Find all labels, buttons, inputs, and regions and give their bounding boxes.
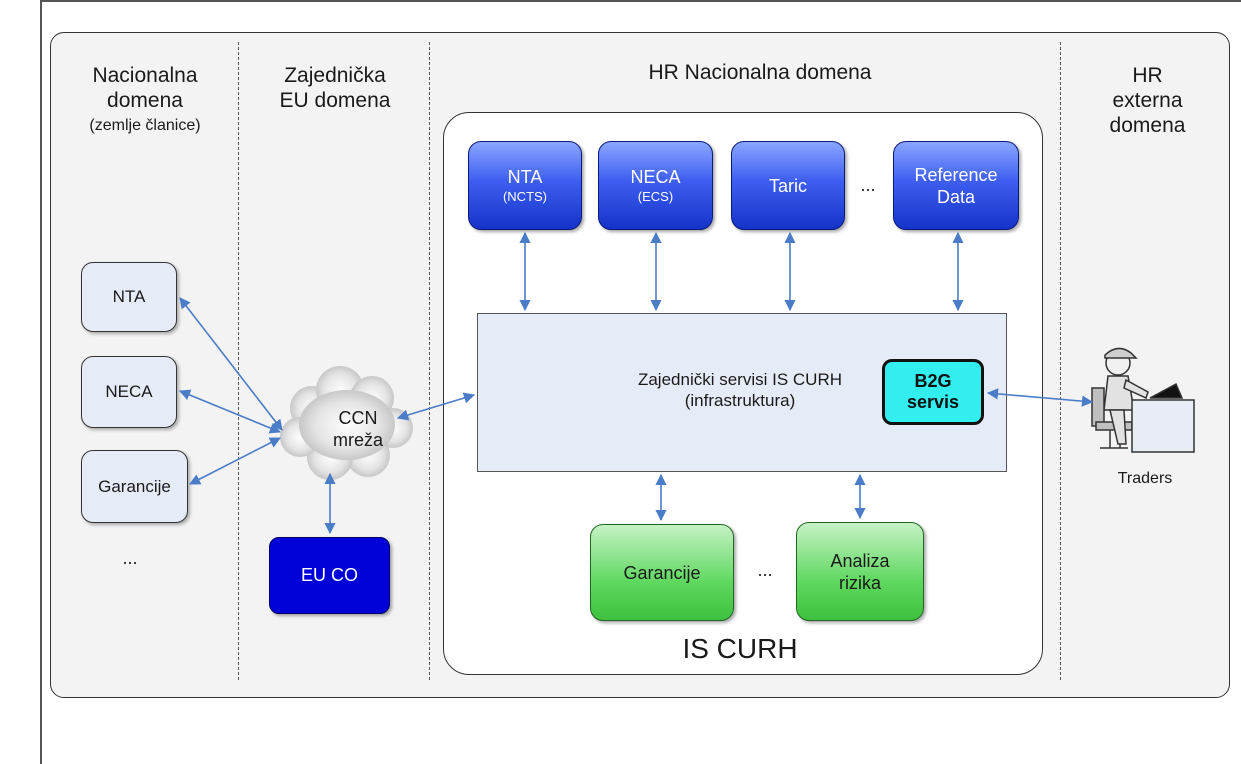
eu-co-label: EU CO — [300, 565, 358, 585]
hr-external-title-line3: domena — [1109, 114, 1186, 137]
page-frame — [40, 0, 1241, 764]
national-nta-box: NTA — [81, 262, 177, 332]
reference-data-box: Reference Data — [893, 141, 1019, 230]
national-neca-box: NECA — [81, 356, 177, 428]
top-ellipsis: ... — [860, 175, 876, 195]
b2g-service-box: B2G servis — [882, 359, 984, 425]
national-garancije-box: Garancije — [81, 450, 188, 523]
hr-national-title: HR Nacionalna domena — [648, 61, 872, 84]
hr-external-title-line2: externa — [1112, 89, 1183, 112]
reference-data-line2: Data — [936, 186, 976, 207]
hr-nta-sub: (NCTS) — [502, 188, 548, 204]
taric-box: Taric — [731, 141, 845, 230]
bottom-ellipsis: ... — [757, 560, 773, 580]
column-divider-3 — [1060, 42, 1061, 680]
risk-analysis-line2: rizika — [838, 572, 881, 593]
reference-data-line1: Reference — [914, 164, 998, 185]
is-curh-label: IS CURH — [682, 633, 798, 664]
ccn-line1: CCN — [338, 408, 378, 428]
risk-analysis-box: Analiza rizika — [796, 522, 924, 621]
hr-nta-label: NTA — [507, 166, 543, 187]
shared-services-line2: (infrastruktura) — [684, 391, 796, 410]
national-nta-label: NTA — [112, 287, 146, 306]
national-title-line1: Nacionalna — [92, 64, 198, 87]
hr-neca-box: NECA (ECS) — [598, 141, 713, 230]
hr-national-header: HR Nacionalna domena — [560, 60, 960, 85]
b2g-line2: servis — [906, 392, 960, 412]
shared-services-label: Zajednički servisi IS CURH (infrastruktu… — [590, 369, 890, 411]
hr-external-title-line1: HR — [1132, 64, 1163, 87]
ccn-line2: mreža — [332, 430, 383, 450]
taric-label: Taric — [768, 175, 807, 196]
b2g-line1: B2G — [914, 371, 952, 391]
column-divider-2 — [429, 42, 430, 680]
national-title-line2: domena — [107, 89, 183, 112]
hr-external-header: HR externa domena — [1080, 63, 1215, 138]
hr-neca-label: NECA — [630, 166, 681, 187]
ccn-network-label: CCN mreža — [318, 407, 398, 451]
eu-domain-header: Zajednička EU domena — [245, 63, 425, 113]
eu-title-line2: EU domena — [279, 89, 391, 112]
national-garancije-label: Garancije — [98, 476, 171, 496]
hr-garancije-label: Garancije — [623, 562, 701, 583]
hr-nta-box: NTA (NCTS) — [468, 141, 582, 230]
national-domain-header: Nacionalna domena (zemlje članice) — [60, 63, 230, 138]
eu-co-box: EU CO — [269, 537, 390, 614]
hr-neca-sub: (ECS) — [637, 188, 674, 204]
shared-services-line1: Zajednički servisi IS CURH — [637, 370, 843, 389]
national-ellipsis: ... — [122, 548, 138, 568]
national-neca-label: NECA — [105, 382, 153, 401]
traders-label: Traders — [1117, 470, 1173, 487]
column-divider-1 — [238, 42, 239, 680]
national-subtitle: (zemlje članice) — [89, 117, 201, 134]
hr-garancije-box: Garancije — [590, 524, 734, 621]
eu-title-line1: Zajednička — [284, 64, 386, 87]
risk-analysis-line1: Analiza — [830, 550, 890, 571]
